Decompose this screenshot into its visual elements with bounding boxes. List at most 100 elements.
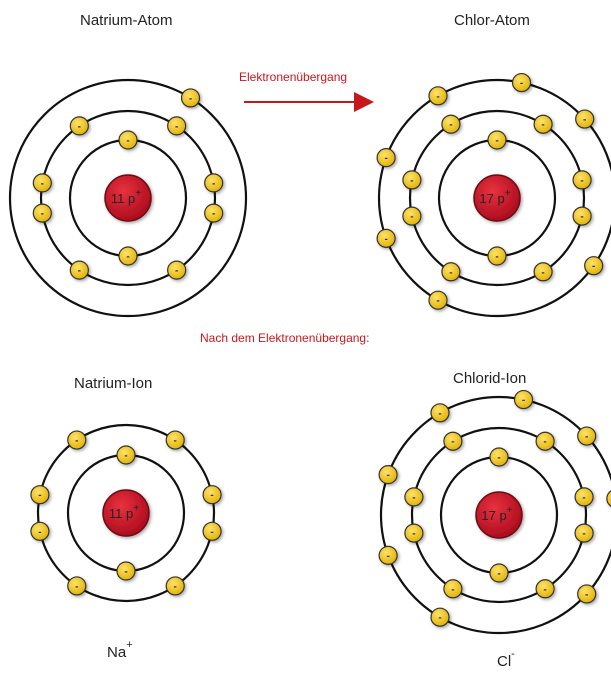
electron-sign: - — [543, 584, 546, 595]
electron: - — [404, 523, 424, 543]
electron: - — [428, 86, 448, 106]
electron: - — [572, 206, 592, 226]
electron: - — [487, 246, 507, 266]
electron: - — [32, 203, 52, 223]
electron-sign: - — [126, 136, 129, 147]
after-transfer-label: Nach dem Elektronenübergang: — [200, 331, 369, 345]
electron-sign: - — [438, 613, 441, 624]
electron-sign: - — [124, 567, 127, 578]
electron: - — [487, 130, 507, 150]
electron-sign: - — [75, 436, 78, 447]
electron-sign: - — [412, 529, 415, 540]
electron-sign: - — [541, 120, 544, 131]
nucleus: 17 p+ — [475, 491, 523, 539]
electron: - — [376, 228, 396, 248]
proton-count: 11 p+ — [111, 188, 141, 206]
electron: - — [443, 431, 463, 451]
electron-sign: - — [38, 490, 41, 501]
electron-shell-2 — [36, 423, 216, 603]
chloride-ion-model: ------------------17 p+ — [378, 389, 611, 635]
electron: - — [535, 431, 555, 451]
proton-count: 17 p+ — [479, 188, 510, 206]
electron-sign: - — [495, 136, 498, 147]
electron-sign: - — [412, 492, 415, 503]
electron: - — [30, 521, 50, 541]
chloride-ion-formula: Cl- — [497, 648, 515, 670]
chlorine-atom-model: - - - - - - - - - - - - - - - - - 17 p+ — [376, 72, 611, 318]
electron: - — [67, 430, 87, 450]
electron-sign: - — [384, 234, 387, 245]
electron-sign: - — [386, 470, 389, 481]
electron-sign: - — [495, 252, 498, 263]
nucleus: 11 p+ — [104, 174, 152, 222]
electron-sign: - — [210, 527, 213, 538]
electron-sign: - — [410, 175, 413, 186]
electron-sign: - — [38, 527, 41, 538]
electron-sign: - — [585, 432, 588, 443]
electron-shell-2 — [39, 109, 217, 287]
chloride-ion-title: Chlorid-Ion — [453, 370, 526, 387]
sodium-ion-title: Natrium-Ion — [74, 375, 152, 392]
electron-shell-3 — [379, 395, 611, 635]
electron-sign: - — [189, 93, 192, 104]
electron: - — [577, 426, 597, 446]
electron: - — [402, 206, 422, 226]
electron-sign: - — [386, 551, 389, 562]
electron: - — [165, 576, 185, 596]
electron: - — [32, 173, 52, 193]
electron: - — [430, 607, 450, 627]
electron-sign: - — [449, 267, 452, 278]
electron-shell-2 — [410, 426, 588, 604]
electron: - — [572, 170, 592, 190]
electron: - — [489, 563, 509, 583]
proton-count: 17 p+ — [481, 505, 512, 523]
electron: - — [606, 490, 611, 507]
electron: - — [378, 465, 398, 485]
electron: - — [204, 203, 224, 223]
electron-sign: - — [174, 436, 177, 447]
electron: - — [574, 523, 594, 543]
nucleus: 17 p+ — [473, 174, 521, 222]
electron: - — [577, 584, 597, 604]
electron: - — [513, 389, 534, 410]
electron-sign: - — [592, 261, 595, 272]
transfer-label: Elektronenübergang — [239, 70, 347, 84]
electron: - — [511, 72, 532, 93]
electron: - — [376, 148, 396, 168]
sodium-ion-formula: Na+ — [107, 639, 133, 661]
proton-count: 11 p+ — [109, 503, 139, 521]
electron-sign: - — [126, 252, 129, 263]
electron-sign: - — [541, 267, 544, 278]
electron: - — [167, 116, 187, 136]
electron: - — [489, 447, 509, 467]
electron-sign: - — [384, 153, 387, 164]
electron: - — [402, 170, 422, 190]
sodium-ion-model: ----------11 p+ — [30, 423, 222, 603]
electron-sign: - — [522, 395, 525, 406]
electron-sign: - — [175, 121, 178, 132]
electron-sign: - — [212, 178, 215, 189]
electron: - — [428, 290, 448, 310]
electron: - — [533, 114, 553, 134]
electron-shell-3 — [377, 78, 611, 318]
electron-sign: - — [438, 408, 441, 419]
electron-sign: - — [41, 209, 44, 220]
electron-sign: - — [174, 581, 177, 592]
electron: - — [584, 256, 604, 276]
electron-sign: - — [449, 120, 452, 131]
electron: - — [202, 521, 222, 541]
electron: - — [535, 579, 555, 599]
electron: - — [118, 246, 138, 266]
electron: - — [443, 579, 463, 599]
electron: - — [202, 485, 222, 505]
electron: - — [574, 487, 594, 507]
electron: - — [533, 262, 553, 282]
electron-sign: - — [436, 296, 439, 307]
sodium-atom-title: Natrium-Atom — [80, 12, 173, 29]
electron: - — [30, 485, 50, 505]
electron-sign: - — [75, 581, 78, 592]
nucleus: 11 p+ — [102, 489, 150, 537]
electron: - — [575, 109, 595, 129]
